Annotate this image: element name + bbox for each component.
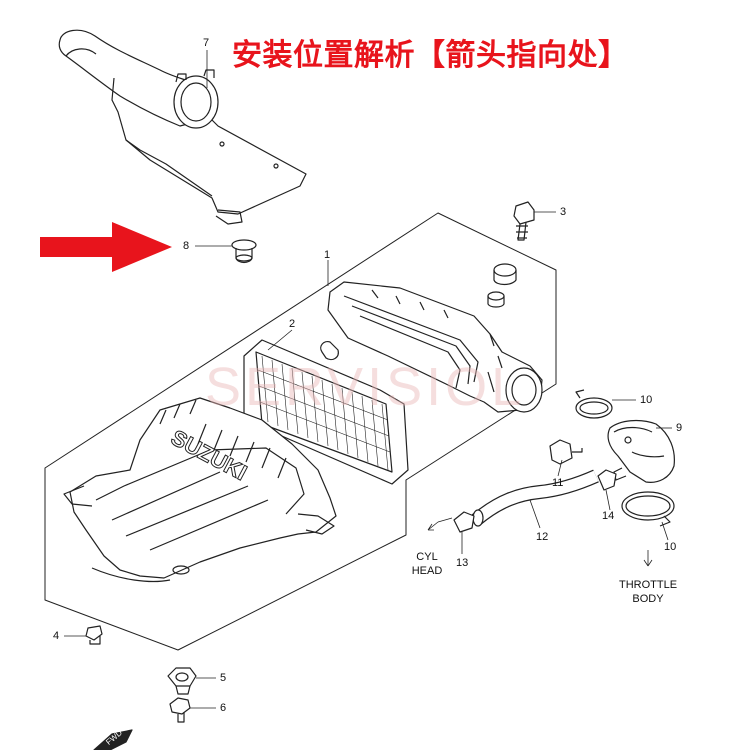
suzuki-emboss: SUZUKI: [167, 430, 252, 486]
valve-part-11: [549, 439, 583, 465]
callout-4: 4: [53, 630, 60, 642]
bolt-part-4: [85, 625, 103, 645]
callout-2: 2: [289, 318, 296, 330]
callout-1: 1: [324, 249, 331, 261]
callout-10-lower: 10: [664, 541, 677, 553]
callout-5: 5: [220, 672, 227, 684]
red-arrow-icon: [40, 222, 172, 272]
fwd-tag: [93, 729, 133, 750]
bolt-part-3: [487, 201, 535, 308]
upper-case-part-1: [320, 281, 543, 413]
watermark: SERVISIOL: [205, 357, 526, 417]
clamp-part-10-upper: [575, 389, 613, 419]
assembly-outline: [44, 212, 557, 651]
cyl-head-note: CYL HEAD: [411, 551, 443, 577]
callout-14: 14: [602, 510, 615, 522]
callout-6: 6: [220, 702, 227, 714]
lower-case: [63, 397, 337, 583]
clip-part-13: [453, 511, 475, 533]
clip-part-8: [231, 239, 257, 264]
callout-12: 12: [536, 531, 549, 543]
intake-duct-part-7: [58, 29, 307, 225]
bolt-part-6: [169, 697, 191, 723]
callout-7: 7: [203, 37, 210, 49]
hose-elbow-part-9: [607, 419, 675, 483]
clamp-part-10-lower: [621, 491, 675, 527]
callout-13: 13: [456, 557, 469, 569]
page-title: 安装位置解析【箭头指向处】: [232, 38, 629, 73]
callout-8: 8: [183, 240, 190, 252]
callout-10-upper: 10: [640, 394, 653, 406]
callout-3: 3: [560, 206, 567, 218]
callout-9: 9: [676, 422, 683, 434]
callout-11: 11: [552, 477, 564, 489]
clip-part-14: [597, 469, 617, 491]
throttle-body-note: THROTTLE BODY: [618, 579, 678, 605]
nut-part-5: [167, 667, 197, 695]
hose-part-12: [471, 469, 599, 527]
svg-text:SUZUKI: SUZUKI: [167, 430, 251, 485]
